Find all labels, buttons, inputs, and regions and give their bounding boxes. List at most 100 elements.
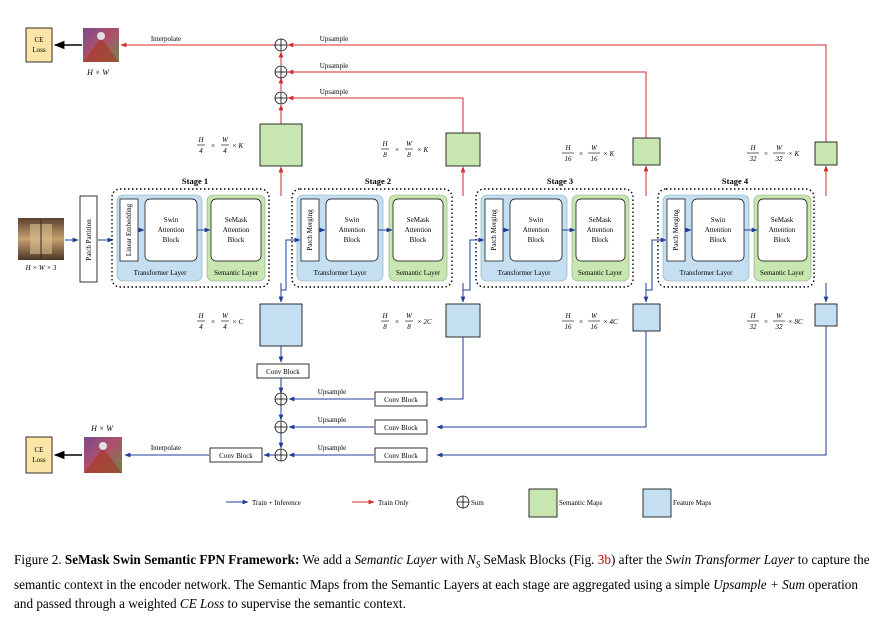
caption-ce-loss: CE Loss (179, 595, 225, 611)
svg-text:Attention: Attention (223, 226, 250, 234)
svg-text:×: × (211, 318, 216, 326)
svg-text:H: H (564, 312, 571, 320)
upsample-label-b2: Upsample (318, 416, 346, 424)
svg-text:SeMask: SeMask (225, 216, 248, 224)
svg-text:Loss: Loss (32, 456, 46, 464)
caption-semantic-layer: Semantic Layer (354, 552, 437, 567)
upsample-label-1: Upsample (320, 35, 348, 43)
svg-text:CE: CE (35, 446, 44, 454)
svg-text:SeMask: SeMask (407, 216, 430, 224)
svg-text:Patch Merging: Patch Merging (306, 209, 314, 251)
svg-text:Block: Block (774, 236, 791, 244)
svg-text:Conv Block: Conv Block (219, 452, 253, 460)
svg-text:× K: × K (603, 150, 614, 158)
svg-text:Attention: Attention (705, 226, 732, 234)
svg-text:H: H (197, 136, 204, 144)
svg-text:H: H (749, 312, 756, 320)
sum-bot-2 (274, 420, 288, 434)
svg-text:× 2C: × 2C (417, 318, 432, 326)
svg-text:H: H (197, 312, 204, 320)
sum-top-1 (274, 38, 288, 52)
conv-block-stage3: Conv Block (374, 419, 428, 435)
sum-bot-1 (274, 392, 288, 406)
svg-text:W: W (406, 140, 413, 148)
sum-top-2 (274, 65, 288, 79)
caption-text-3: SeMask Blocks (Fig. (480, 552, 598, 567)
patch-partition-box (79, 195, 98, 283)
svg-text:SeMask: SeMask (771, 216, 794, 224)
svg-text:Stage 1: Stage 1 (182, 176, 208, 186)
svg-text:Attention: Attention (523, 226, 550, 234)
svg-text:16: 16 (565, 323, 573, 331)
svg-text:Sum: Sum (471, 499, 484, 507)
segmentation-map-bottom (84, 437, 122, 473)
svg-text:Transformer Layer: Transformer Layer (314, 269, 367, 277)
svg-text:Patch Merging: Patch Merging (672, 209, 680, 251)
feature-map-stage3 (632, 303, 661, 332)
svg-text:Feature Maps: Feature Maps (673, 499, 712, 507)
stage-3: Stage 3 Patch Merging Swin Attention Blo… (475, 176, 634, 288)
svg-text:Transformer Layer: Transformer Layer (680, 269, 733, 277)
caption-text-4: ) after the (610, 552, 666, 567)
semantic-map-stage4 (814, 141, 838, 166)
sum-bot-3 (274, 448, 288, 462)
svg-text:Block: Block (344, 236, 361, 244)
legend: Train + Inference Train Only Sum Semanti… (226, 488, 712, 518)
svg-text:Block: Block (592, 236, 609, 244)
svg-text:×: × (579, 150, 584, 158)
caption-text-5: to capture the semantic context in the e… (14, 552, 870, 592)
caption-figure-ref[interactable]: 3b (597, 552, 611, 567)
svg-text:Attention: Attention (158, 226, 185, 234)
svg-text:32: 32 (775, 155, 784, 163)
svg-text:Block: Block (528, 236, 545, 244)
svg-text:Patch Merging: Patch Merging (490, 209, 498, 251)
svg-text:H: H (749, 144, 756, 152)
svg-text:× K: × K (788, 150, 799, 158)
svg-text:Loss: Loss (32, 46, 46, 54)
svg-text:4: 4 (223, 323, 227, 331)
conv-block-final: Conv Block (209, 447, 263, 463)
feat-dim-1: H 4 × W 4 × C (197, 312, 243, 331)
svg-text:Attention: Attention (587, 226, 614, 234)
patch-partition-label: Patch Partition (85, 219, 93, 261)
interpolate-top-label: Interpolate (151, 35, 181, 43)
stage-1: Stage 1 Linear Embedding Swin Attention … (111, 176, 270, 288)
svg-text:Stage 4: Stage 4 (722, 176, 749, 186)
svg-text:H: H (381, 312, 388, 320)
caption-swin: Swin (665, 552, 692, 567)
svg-text:Conv Block: Conv Block (266, 368, 300, 376)
svg-text:×: × (395, 146, 400, 154)
conv-block-stage1: Conv Block (256, 363, 310, 379)
feature-map-stage1 (259, 303, 303, 347)
svg-text:Conv Block: Conv Block (384, 396, 418, 404)
caption-text-6: operation and passed through a weighted (14, 576, 858, 611)
stage-2: Stage 2 Patch Merging Swin Attention Blo… (291, 176, 453, 288)
caption-text-7: to supervise the semantic context. (224, 595, 406, 611)
ce-loss-bottom: CE Loss (25, 436, 53, 474)
svg-text:Swin: Swin (345, 216, 360, 224)
svg-text:×: × (764, 318, 769, 326)
svg-text:Conv Block: Conv Block (384, 452, 418, 460)
svg-text:Semantic Layer: Semantic Layer (760, 269, 805, 277)
svg-text:H: H (564, 144, 571, 152)
sem-dim-1: H 4 × W 4 × K (197, 136, 243, 155)
legend-feature-swatch (642, 488, 672, 518)
svg-text:Linear Embedding: Linear Embedding (125, 203, 133, 256)
semantic-map-stage2 (445, 132, 481, 167)
conv-block-stage2: Conv Block (374, 391, 428, 407)
upsample-label-b3: Upsample (318, 444, 346, 452)
svg-text:32: 32 (749, 155, 758, 163)
svg-text:Semantic Layer: Semantic Layer (578, 269, 623, 277)
svg-text:Stage 3: Stage 3 (547, 176, 573, 186)
svg-text:Swin: Swin (529, 216, 544, 224)
stage-4: Stage 4 Patch Merging Swin Attention Blo… (657, 176, 815, 288)
segmentation-map-top (83, 28, 119, 62)
svg-text:H: H (381, 140, 388, 148)
sem-dim-4: H 32 × W 32 × K (747, 144, 799, 163)
svg-text:Attention: Attention (405, 226, 432, 234)
caption-text-2: with (436, 552, 467, 567)
svg-text:W: W (591, 144, 598, 152)
svg-text:×: × (211, 142, 216, 150)
feat-dim-2: H 8 × W 8 × 2C (381, 312, 432, 331)
svg-text:Semantic Layer: Semantic Layer (214, 269, 259, 277)
